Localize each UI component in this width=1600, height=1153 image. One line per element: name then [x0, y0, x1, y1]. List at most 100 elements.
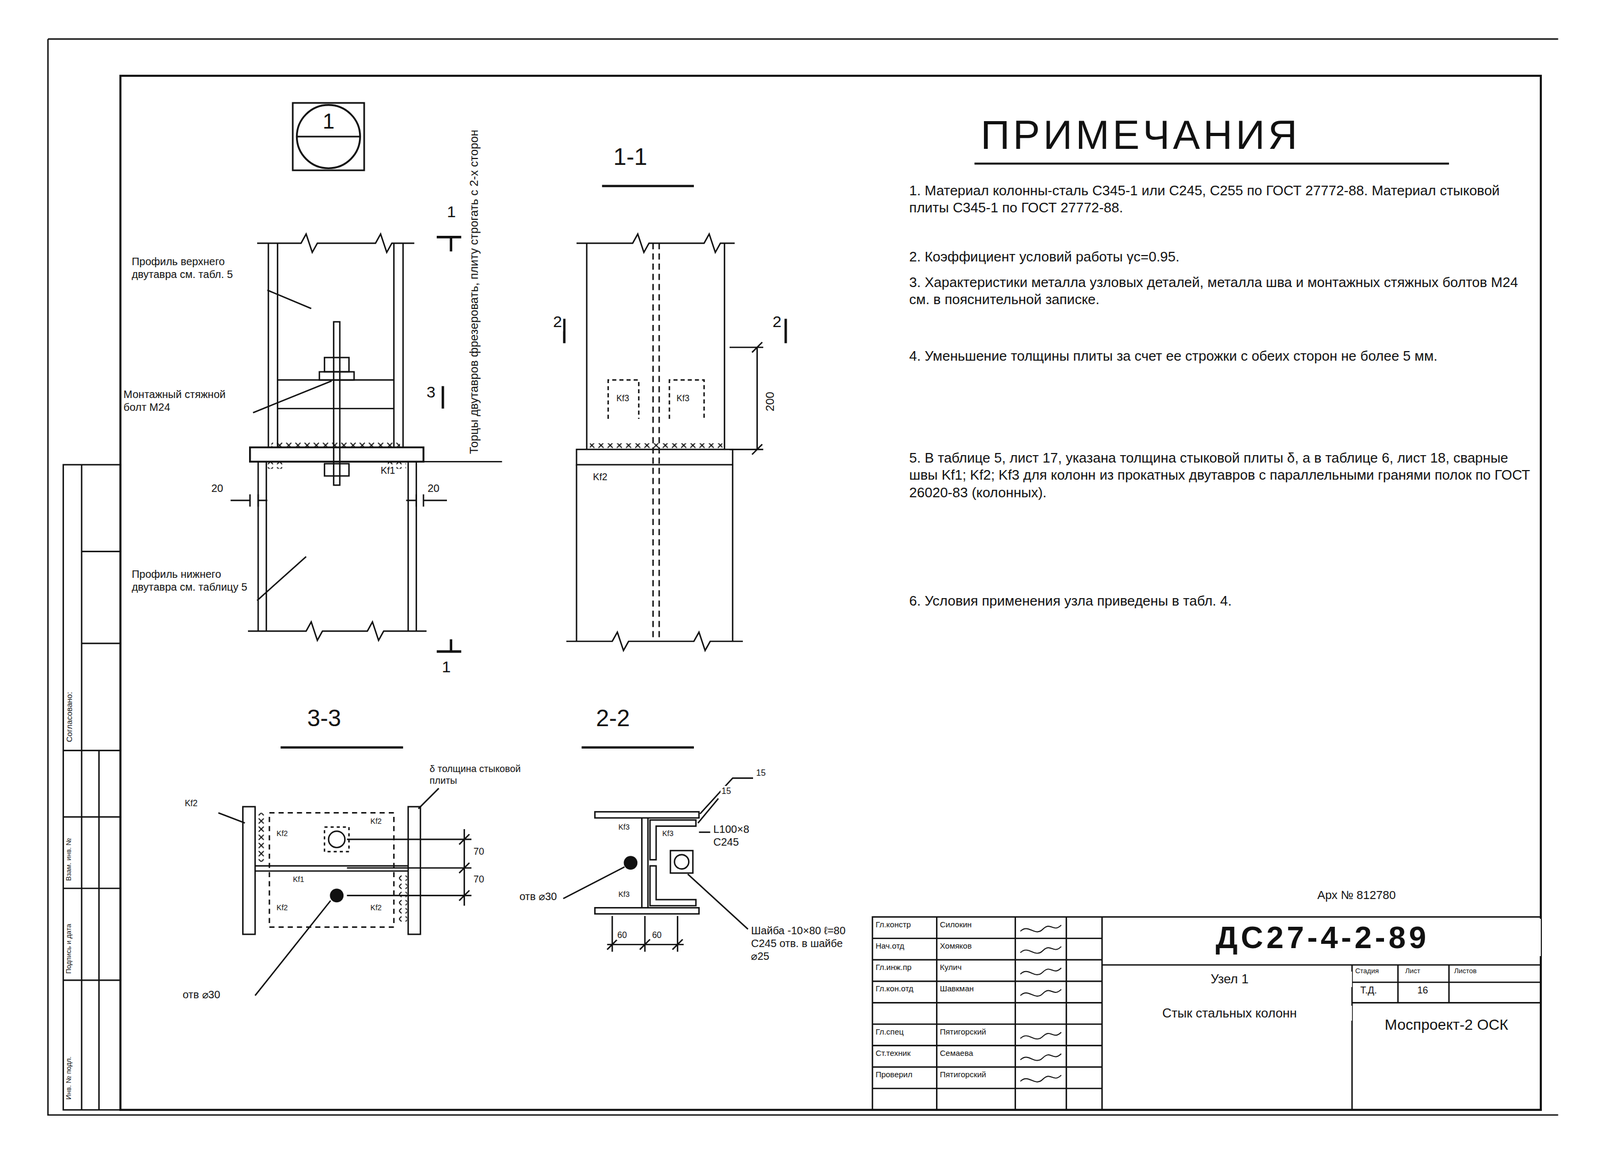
section-3-3-part [218, 788, 439, 996]
callout-text: Монтажный стяжной болт М24 [122, 387, 246, 414]
column-elevation-part [248, 621, 427, 640]
organisation-name: Моспроект-2 ОСК [1357, 1015, 1536, 1034]
section-3-3-part [347, 828, 472, 906]
callout-text: L100×8 С245 [712, 822, 768, 848]
title-block-cell: Пятигорский [938, 1069, 988, 1079]
title-block-part [872, 916, 1541, 1110]
section-2-2-part [674, 854, 690, 869]
section-title: 2-2 [594, 704, 631, 733]
weld-mark: Kf1 [291, 874, 306, 884]
drawing-code: ДС27-4-2-89 [1104, 918, 1541, 956]
section-mark: 1 [441, 657, 453, 677]
section-2-2-part [641, 817, 648, 908]
drawing-title: Стык стальных колонн [1107, 1005, 1352, 1021]
callout-text: отв ⌀30 [181, 987, 222, 1001]
title-block-cell: Лист [1404, 966, 1422, 975]
title-block-part [1101, 964, 1541, 1110]
section-1-1-part [566, 632, 743, 651]
notes-heading: ПРИМЕЧАНИЯ [979, 110, 1302, 159]
title-block-cell: Гл.констр [874, 919, 912, 930]
weld-mark: Kf2 [275, 828, 290, 838]
sheet-frame-part [63, 464, 121, 1110]
weld-mark: Kf2 [369, 902, 383, 912]
section-3-3-part [328, 830, 346, 848]
section-1-1-part [608, 379, 704, 419]
section-1-1-part [576, 464, 733, 642]
section-3-3-part [330, 889, 343, 902]
note: 1. Материал колонны-сталь С345-1 или С24… [908, 181, 1536, 217]
section-2-2-part [670, 850, 693, 873]
weld-mark: Kf3 [675, 393, 691, 404]
dimension: 70 [472, 845, 486, 858]
callout-text: δ толщина стыковой плиты [428, 763, 541, 787]
section-2-2-part [594, 811, 699, 818]
sheet-frame-part [63, 464, 121, 1110]
section-2-2-part [650, 865, 696, 906]
sheet-frame-part [48, 38, 1559, 1115]
section-2-2-part [581, 746, 694, 749]
section-2-2-part [688, 873, 749, 929]
column-elevation-part [271, 440, 400, 447]
callout-text: отв ⌀30 [518, 889, 558, 903]
title-block-cell: Т.Д. [1358, 984, 1378, 997]
archive-number: Арх № 812780 [1316, 888, 1397, 902]
section-1-1-part [576, 449, 733, 465]
title-block-cell: Гл.инж.пр [874, 962, 914, 972]
title-block-cell: Силокин [938, 919, 973, 930]
section-mark: 3 [425, 382, 437, 402]
sheet-frame-part [974, 162, 1450, 165]
title-block-cell: Гл.кон.отд [874, 983, 915, 994]
sheet-frame-part [120, 75, 1541, 1110]
note: 6. Условия применения узла приведены в т… [908, 592, 1536, 610]
section-1-1-part [564, 318, 786, 343]
column-elevation-part [324, 463, 349, 476]
dimension: 20 [210, 481, 224, 495]
dimension: 200 [763, 390, 778, 413]
stamp-text: Подпись и дата [64, 922, 74, 975]
section-1-1-part [729, 341, 764, 454]
column-elevation-part [441, 386, 445, 409]
section-title: 3-3 [306, 704, 343, 733]
section-2-2 [563, 747, 754, 952]
column-elevation-part [405, 493, 447, 507]
stamp-text: Взам. инв. № [64, 836, 74, 883]
column-elevation-part [277, 379, 394, 409]
section-3-3-part [398, 873, 407, 923]
section-2-2-part [650, 819, 696, 860]
section-title: 1-1 [612, 142, 649, 172]
column-elevation-part [333, 321, 340, 485]
weld-mark: Kf3 [615, 393, 631, 404]
title-block-cell: Гл.спец [874, 1026, 906, 1037]
section-1-1-part [589, 443, 723, 450]
section-3-3-part [242, 806, 255, 934]
title-block-cell: Проверил [874, 1069, 914, 1079]
section-2-2-part [563, 866, 625, 899]
stamp-text: Инв. № подл. [64, 1054, 74, 1101]
weld-mark: Kf2 [275, 902, 290, 912]
callout-text: Профиль нижнего двутавра см. таблицу 5 [130, 567, 255, 594]
marker-number: 1 [291, 108, 366, 134]
callout-text: Профиль верхнего двутавра см. табл. 5 [130, 254, 264, 281]
section-2-2-part [699, 830, 711, 833]
weld-mark: Kf2 [369, 816, 383, 826]
weld-mark: Kf2 [592, 471, 609, 484]
weld-mark: Kf3 [661, 828, 675, 838]
title-block-cell: Пятигорский [938, 1026, 988, 1037]
title-block-part [872, 938, 1102, 1088]
callout-text: Торцы двутавров фрезеровать, плиту строг… [467, 129, 482, 456]
weld-mark: Kf3 [617, 889, 631, 899]
section-3-3-part [324, 826, 349, 852]
stamp-text: Согласовано: [64, 690, 75, 743]
title-block-cell: Нач.отд [874, 940, 906, 951]
column-elevation-part [324, 357, 349, 372]
section-mark: 2 [771, 312, 783, 332]
section-3-3-part [269, 812, 394, 927]
sheet-frame [48, 38, 1559, 1115]
section-3-3-part [408, 806, 421, 934]
section-3-3-part [256, 812, 264, 862]
marker-divider [297, 136, 361, 138]
column-elevation-part [258, 461, 417, 631]
title-block-cell: Листов [1452, 966, 1478, 975]
column-elevation-part [319, 371, 355, 380]
